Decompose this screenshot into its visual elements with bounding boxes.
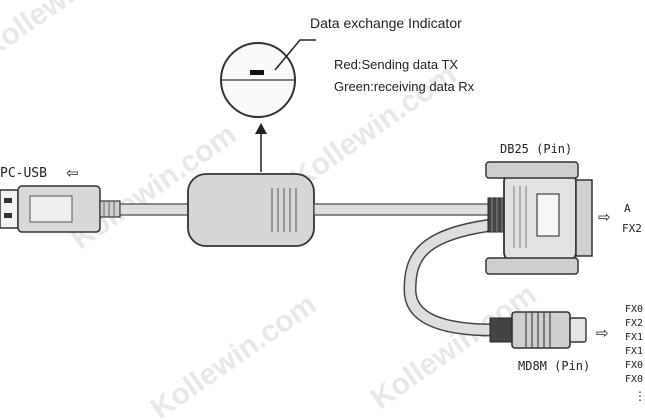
- converter-body: [187, 173, 315, 247]
- md8m-tip: [569, 317, 587, 343]
- indicator-green-line: Green:receiving data Rx: [334, 79, 475, 94]
- md8m-target-5: FX0: [625, 360, 643, 371]
- watermark-1: Kollewin.com: [0, 0, 152, 66]
- usb-arrow-icon: ⇦: [66, 165, 79, 182]
- indicator-red-line: Red:Sending data TX: [334, 57, 458, 72]
- db25-screw-tab-bottom: [485, 257, 579, 275]
- md8m-label: MD8M (Pin): [518, 359, 590, 373]
- db25-target-2: FX2: [622, 222, 642, 235]
- db25-connector: DB25 (Pin) ⇨ A FX2: [485, 142, 642, 275]
- md8m-target-3: FX1: [625, 332, 643, 343]
- usb-plug-slot-top: [4, 198, 12, 203]
- md8m-arrow-icon: ⇨: [596, 325, 609, 342]
- db25-label: DB25 (Pin): [500, 142, 572, 156]
- indicator-led: [250, 70, 264, 75]
- db25-target-1: A: [624, 202, 631, 215]
- usb-strain-relief: [99, 200, 121, 218]
- md8m-target-6: FX0: [625, 374, 643, 385]
- usb-plug-recess: [29, 195, 73, 223]
- watermark-4: Kollewin.com: [145, 288, 322, 420]
- indicator-pointer-arrowhead: [255, 123, 267, 134]
- usb-connector: PC-USB ⇦: [0, 165, 121, 233]
- usb-label: PC-USB: [0, 166, 47, 181]
- db25-pin-face: [575, 179, 593, 257]
- indicator-title: Data exchange Indicator: [310, 15, 462, 31]
- converter-box: [187, 173, 315, 247]
- md8m-connector: MD8M (Pin) ⇨ FX0 FX2 FX1 FX1 FX0 FX0 ⋮: [489, 304, 645, 403]
- md8m-target-4: FX1: [625, 346, 643, 357]
- usb-plug-metal: [0, 189, 19, 229]
- usb-plug-slot-bottom: [4, 213, 12, 218]
- md8m-target-more: ⋮: [634, 389, 645, 403]
- db25-arrow-icon: ⇨: [598, 209, 611, 226]
- md8m-strain-relief: [489, 317, 513, 343]
- indicator-callout: Data exchange Indicator Red:Sending data…: [220, 15, 475, 172]
- cable-box-to-db25: [313, 203, 493, 216]
- db25-screw-tab-top: [485, 161, 579, 179]
- md8m-body: [511, 311, 571, 349]
- db25-pin-window: [536, 193, 560, 237]
- md8m-target-1: FX0: [625, 304, 643, 315]
- md8m-target-2: FX2: [625, 318, 643, 329]
- cable-usb-to-box: [119, 203, 193, 216]
- cable-branch-to-md8m-fill: [404, 220, 495, 335]
- indicator-leader-line: [274, 39, 316, 71]
